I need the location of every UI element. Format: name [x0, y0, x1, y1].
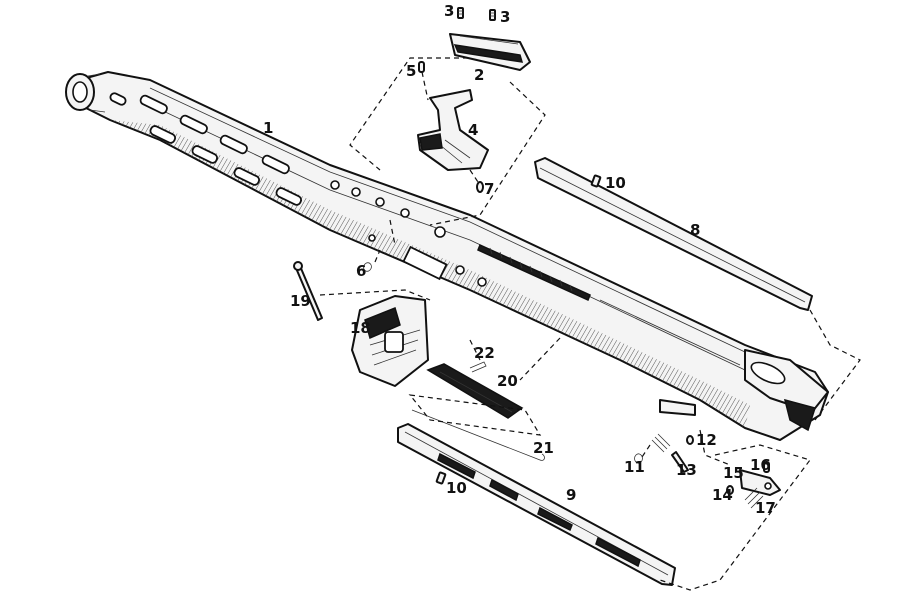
callout-12: 12 [696, 431, 717, 449]
pin-part-11 [634, 453, 643, 464]
screw-part-3b [489, 9, 496, 21]
spring-part-17 [744, 487, 764, 509]
callout-10b: 10 [446, 479, 467, 497]
callout-3b: 3 [500, 8, 510, 26]
callout-4: 4 [468, 121, 478, 139]
sight-base-part-2 [449, 33, 531, 71]
callout-2: 2 [474, 66, 484, 84]
cooling-slots [109, 92, 302, 206]
screw-part-10a [590, 174, 602, 188]
long-pin-part-19 [293, 261, 323, 321]
callout-7: 7 [484, 180, 494, 198]
callout-17: 17 [755, 499, 776, 517]
pin-part-7 [476, 181, 484, 193]
callout-11: 11 [624, 458, 645, 476]
lever-part-15 [739, 469, 781, 496]
bracket-part-4 [417, 89, 489, 171]
callout-20: 20 [497, 372, 518, 390]
spring-clip-part-6 [363, 262, 372, 272]
cover-plate-part-20 [426, 363, 524, 419]
pin-part-12 [686, 435, 694, 445]
callout-labels: 1 2 3 3 4 5 6 7 8 9 10 10 11 12 13 14 15… [263, 2, 776, 517]
wire-spring-part-21 [411, 409, 545, 461]
callout-21: 21 [533, 439, 554, 457]
screw-part-10b [435, 471, 447, 485]
callout-10a: 10 [605, 174, 626, 192]
callout-22: 22 [474, 344, 495, 362]
receiver-part-1 [65, 71, 829, 441]
callout-19: 19 [290, 292, 311, 310]
callout-13: 13 [676, 461, 697, 479]
callout-14: 14 [712, 486, 733, 504]
pin-part-5 [418, 61, 425, 73]
pin-part-14 [726, 485, 734, 495]
bottom-plate-part-9 [397, 423, 676, 586]
callout-15: 15 [723, 464, 744, 482]
screw-part-3a [457, 7, 464, 19]
callout-1: 1 [263, 119, 273, 137]
callout-9: 9 [566, 486, 576, 504]
callout-18: 18 [350, 319, 371, 337]
callout-3a: 3 [444, 2, 454, 20]
callout-6: 6 [356, 262, 366, 280]
spring-part-13 [651, 433, 689, 473]
callout-5: 5 [406, 62, 416, 80]
pin-part-16 [763, 461, 770, 473]
callout-16: 16 [750, 456, 771, 474]
callout-8: 8 [690, 221, 700, 239]
assembly-lines [319, 57, 861, 591]
clip-part-22 [469, 361, 487, 373]
rod-part-8 [534, 157, 813, 311]
feed-block-part-18 [351, 295, 429, 387]
